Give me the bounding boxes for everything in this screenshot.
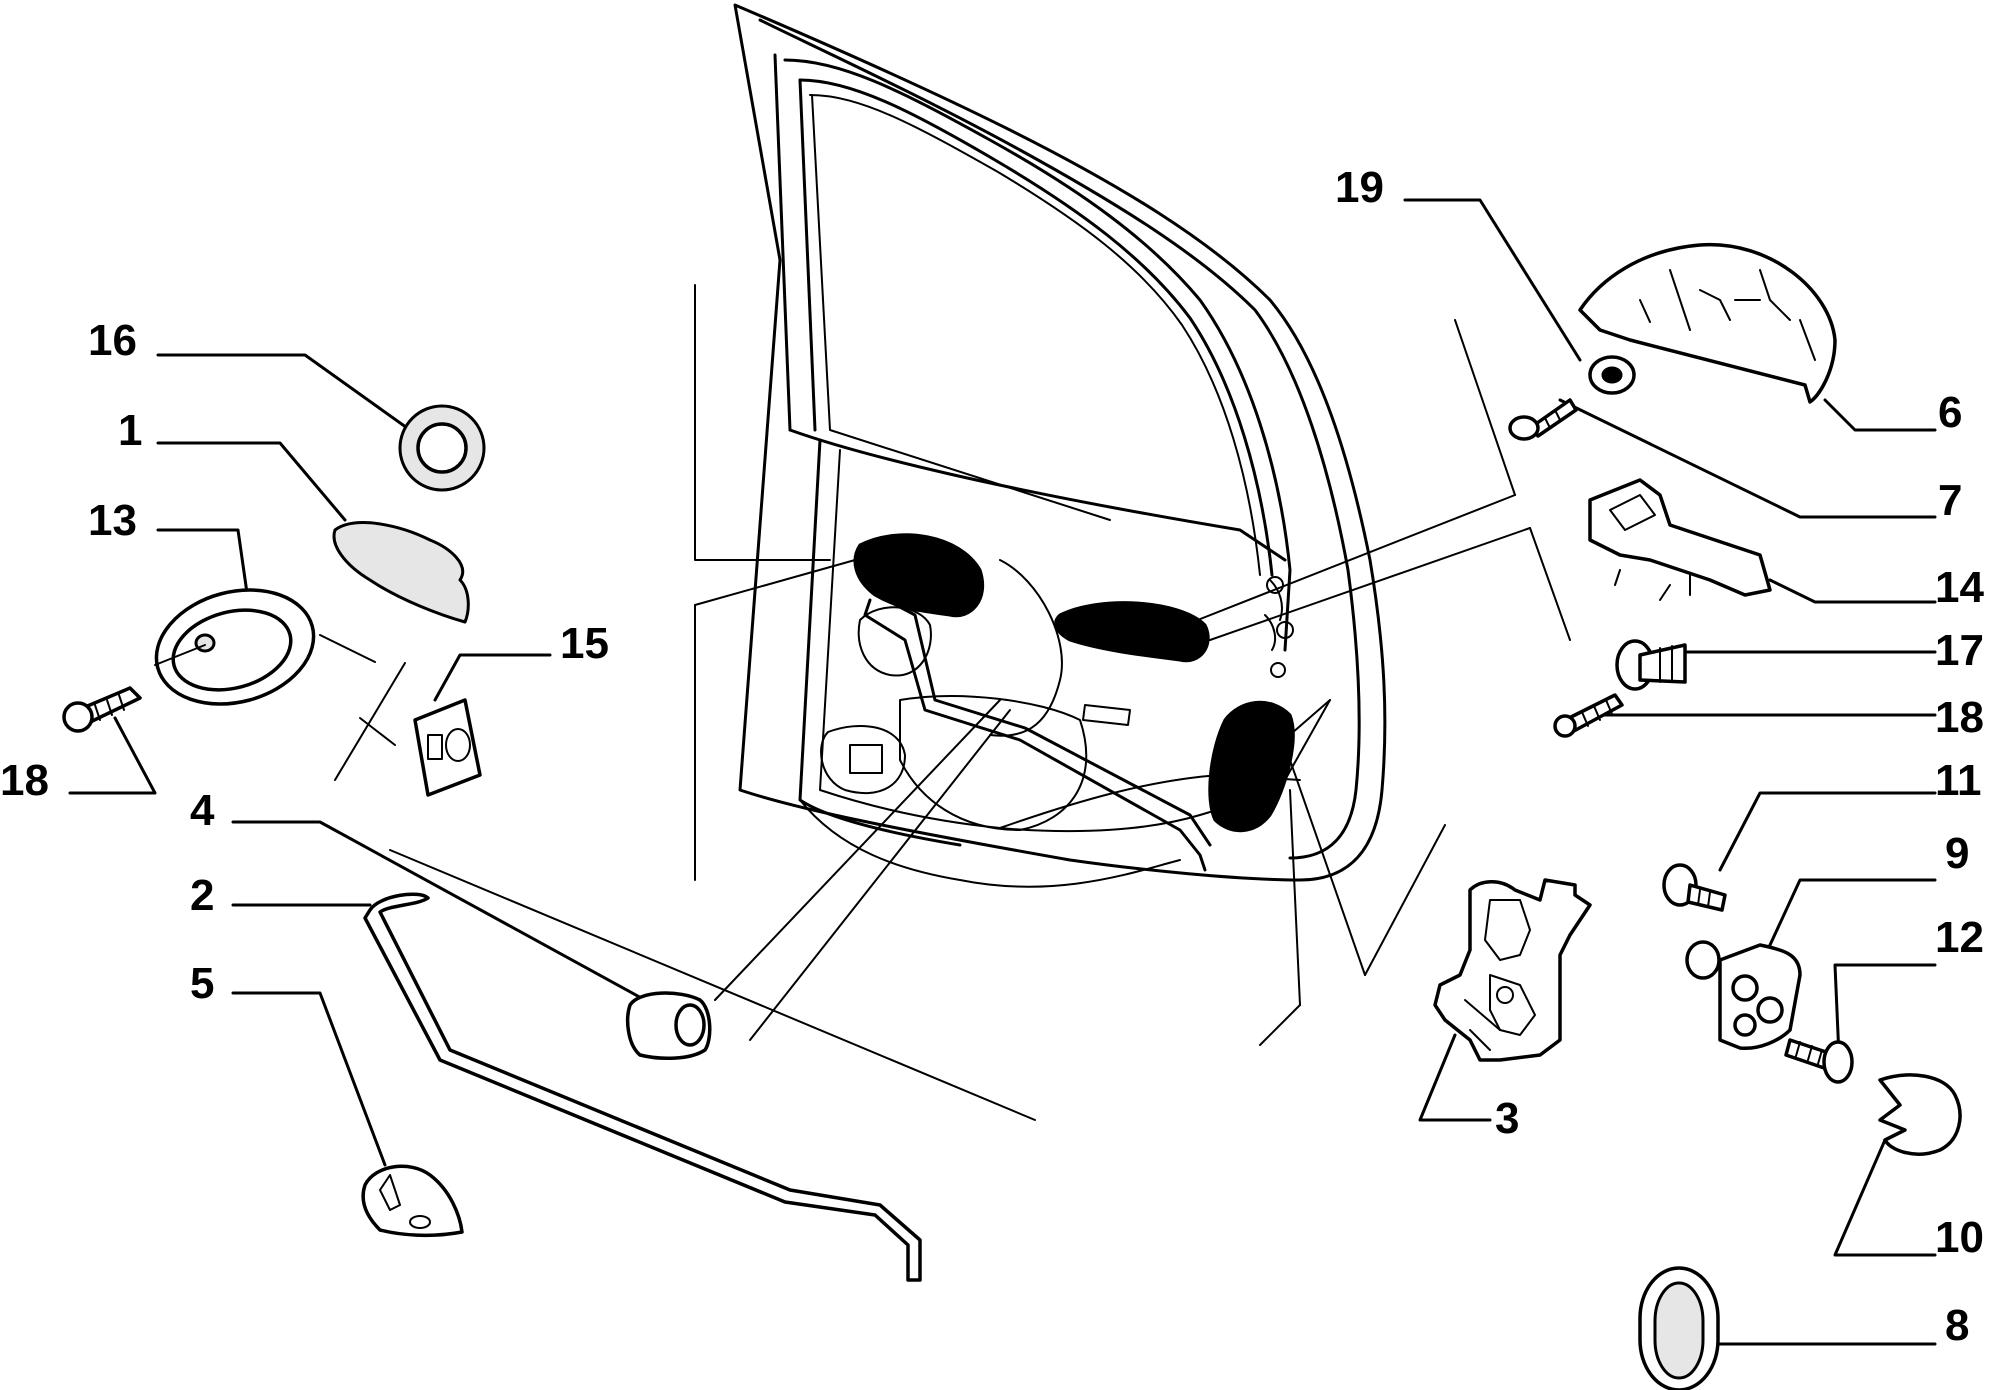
- part-6-outer-handle: [1578, 242, 1837, 404]
- label-19: 19: [1335, 163, 1384, 212]
- door-insulation-pads: [853, 533, 1295, 833]
- label-12: 12: [1935, 913, 1984, 962]
- callout-labels: 16 1 13 18 4 2 5 15 19 6 7 14 17 18 11 9…: [0, 163, 1984, 1350]
- part-18-screw-right: [1553, 693, 1624, 738]
- part-14-bracket: [1588, 478, 1772, 601]
- label-1: 1: [118, 406, 142, 455]
- door-panel: [733, 3, 1387, 888]
- part-13-handle-bezel: [154, 588, 316, 706]
- part-11-pin: [1662, 863, 1727, 912]
- label-13: 13: [88, 496, 137, 545]
- label-5: 5: [190, 959, 214, 1008]
- label-18-left: 18: [0, 756, 49, 805]
- part-8-grommet: [1638, 1266, 1720, 1390]
- part-4-rod-clip: [626, 991, 712, 1061]
- part-3-door-lock: [1433, 878, 1592, 1062]
- part-16-seal-ring: [398, 404, 486, 492]
- label-10: 10: [1935, 1213, 1984, 1262]
- part-2-operating-rod: [363, 892, 922, 1282]
- label-7: 7: [1938, 476, 1962, 525]
- label-6: 6: [1938, 388, 1962, 437]
- part-10-plate: [1878, 1073, 1962, 1156]
- label-9: 9: [1945, 829, 1969, 878]
- part-12-screw: [1784, 1038, 1854, 1084]
- label-17: 17: [1935, 626, 1984, 675]
- label-16: 16: [88, 316, 137, 365]
- part-18-screw-left: [62, 686, 142, 733]
- label-8: 8: [1945, 1301, 1969, 1350]
- part-17-plastic-rivet: [1615, 639, 1687, 691]
- part-15-square-clip: [413, 698, 482, 797]
- label-11: 11: [1935, 756, 1982, 805]
- leader-lines: [68, 198, 1937, 1346]
- label-4: 4: [190, 786, 215, 835]
- part-7-bolt: [1508, 398, 1578, 441]
- label-3: 3: [1495, 1094, 1519, 1143]
- part-19-washer: [1588, 355, 1636, 395]
- label-15: 15: [560, 619, 609, 668]
- part-5-clip: [361, 1164, 464, 1238]
- part-9-striker: [1685, 940, 1802, 1050]
- label-2: 2: [190, 871, 214, 920]
- label-18-right: 18: [1935, 693, 1984, 742]
- label-14: 14: [1935, 563, 1984, 612]
- part-1-handle-cover: [332, 521, 470, 624]
